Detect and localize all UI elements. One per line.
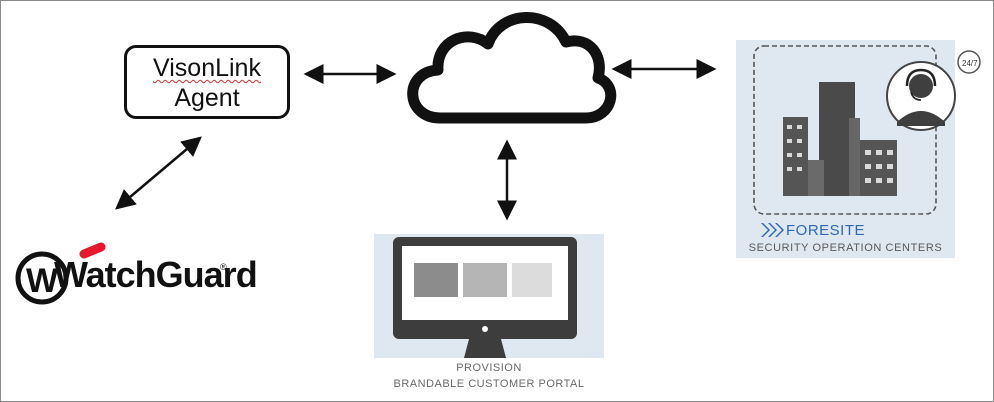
visonlink-agent-box: VisonLink Agent — [124, 45, 290, 119]
foresite-logo-icon — [761, 223, 784, 237]
monitor-icon — [393, 237, 577, 358]
cloud-icon — [407, 12, 617, 124]
badge-24-7-icon — [957, 50, 981, 74]
support-agent-icon — [886, 61, 956, 131]
buildings-icon — [753, 45, 937, 215]
svg-text:W: W — [26, 262, 59, 300]
arrow-agent-watchguard — [115, 136, 202, 210]
agent-label-line2: Agent — [174, 84, 240, 112]
watchguard-trademark: ® — [220, 262, 227, 272]
foresite-brand: FORESITE — [786, 222, 866, 239]
portal-caption-line1: PROVISION — [456, 362, 522, 374]
watchguard-logo-text: WatchGuard — [54, 254, 258, 295]
portal-caption-line2: BRANDABLE CUSTOMER PORTAL — [393, 378, 585, 390]
soc-caption: SECURITY OPERATION CENTERS — [748, 242, 943, 254]
badge-24-7-text: 24/7 — [962, 59, 978, 68]
watchguard-logo-icon: W — [15, 242, 106, 305]
agent-label-line1: VisonLink — [153, 54, 261, 82]
